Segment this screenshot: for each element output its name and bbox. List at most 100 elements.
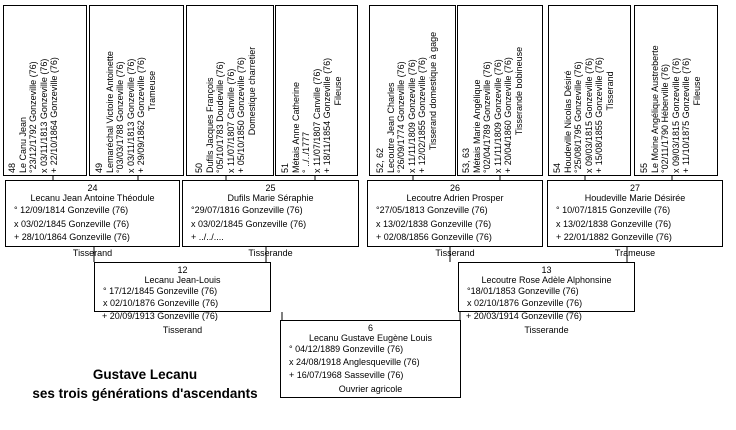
ancestor-death: + 22/01/1882 Gonzeville (76)	[556, 232, 672, 242]
ancestor-profession: Tisserande	[248, 248, 293, 258]
ancestor-birth: °25/08/1795 Gonzeville (76)	[573, 61, 583, 173]
ancestor-box-48: 48 Le Canu Jean °23/12/1792 Gonzeville (…	[3, 5, 87, 176]
ancestor-box-52: 52, 62 Lecoutre Jean Charles °26/09/1774…	[369, 5, 456, 176]
subject-number: 6	[367, 323, 373, 333]
ancestor-name: Lecanu Jean Antoine Théodule	[30, 193, 155, 203]
ancestor-name: Le Canu Jean	[17, 116, 28, 173]
ancestor-box-12: 12 Lecanu Jean-Louis ° 17/12/1845 Gonzev…	[94, 262, 271, 312]
ancestor-box-54: 54 Houdeville Nicolas Désiré °25/08/1795…	[548, 5, 631, 176]
ancestor-number: 26	[449, 183, 460, 193]
ancestor-number: 13	[541, 265, 552, 275]
ancestor-number: 50	[194, 162, 204, 173]
page-title: Gustave Lecanu ses trois générations d'a…	[14, 365, 276, 403]
ancestor-birth: ° 17/12/1845 Gonzeville (76)	[103, 286, 218, 296]
ancestor-marriage: x 11/11/1809 Gonzeville (76)	[406, 59, 417, 173]
ancestor-name: Lecoutre Adrien Prosper	[406, 193, 504, 203]
ancestor-number: 51	[280, 162, 290, 173]
ancestor-profession: Domestique charretier	[246, 46, 257, 136]
ancestor-birth: °02/04/1789 Gonzeville (76)	[482, 61, 492, 173]
ancestor-box-49: 49 Lemaréchal Victoire Antoinette °03/03…	[89, 5, 184, 176]
ancestor-number: 25	[265, 183, 276, 193]
ancestor-name: Houdeville Marie Désirée	[584, 193, 686, 203]
ancestor-number: 27	[629, 183, 640, 193]
subject-birth: ° 04/12/1889 Gonzeville (76)	[289, 344, 404, 354]
ancestor-death: + 20/09/1913 Gonzeville (76)	[102, 311, 218, 321]
ancestor-box-53: 53, 63 Métais Marie Angélique °02/04/178…	[457, 5, 543, 176]
ancestor-birth: °26/09/1774 Gonzeville (76)	[396, 61, 406, 173]
ancestor-profession: Trameuse	[614, 248, 656, 258]
ancestor-marriage: x 11/07/1807 Canville (76)	[225, 68, 236, 173]
subject-marriage: x 24/08/1918 Anglesqueville (76)	[289, 357, 420, 367]
ancestor-profession: Tisserande bobineuse	[513, 46, 524, 136]
ancestor-name: Métais Marie Angélique	[471, 79, 482, 173]
ancestor-profession: Tisserand	[604, 71, 615, 111]
ancestor-death: + 02/08/1856 Gonzeville (76)	[376, 232, 492, 242]
title-line-2: ses trois générations d'ascendants	[32, 386, 258, 401]
ancestor-profession: Tisserand domestique à gage	[427, 31, 438, 151]
ancestor-number: 12	[177, 265, 188, 275]
ancestor-name: Le Moine Angélique Austreberte	[649, 45, 660, 173]
ancestor-number: 52, 62	[375, 147, 385, 173]
ancestor-number: 54	[552, 162, 562, 173]
ancestor-profession: Fileuse	[332, 76, 343, 106]
subject-profession: Ouvrier agricole	[338, 384, 403, 394]
ancestor-profession: Tisserande	[524, 325, 569, 335]
ancestor-name: Dufils Jacques François	[204, 77, 215, 173]
ancestor-name: Lecoutre Jean Charles	[385, 82, 396, 173]
ancestor-box-50: 50 Dufils Jacques François °05/10/1783 D…	[186, 5, 274, 176]
title-line-1: Gustave Lecanu	[92, 367, 198, 382]
ancestor-birth: °23/12/1792 Gonzeville (76)	[28, 61, 38, 173]
ancestor-death: + 29/09/1862 Gonzeville (76)	[136, 57, 146, 173]
ancestor-marriage: x 02/10/1876 Gonzeville (76)	[103, 298, 219, 308]
ancestor-box-13: 13 Lecoutre Rose Adèle Alphonsine °18/01…	[458, 262, 635, 312]
ancestor-death: + 20/04/1860 Gonzeville (76)	[503, 57, 513, 173]
ancestor-birth: ° 10/07/1815 Gonzeville (76)	[556, 205, 671, 215]
ancestor-box-26: 26 Lecoutre Adrien Prosper °27/05/1813 G…	[367, 180, 543, 247]
ancestor-number: 24	[87, 183, 98, 193]
ancestor-number: 49	[94, 162, 104, 173]
ancestor-marriage: x 03/02/1845 Gonzeville (76)	[191, 219, 307, 229]
ancestor-box-24: 24 Lecanu Jean Antoine Théodule ° 12/09/…	[5, 180, 180, 247]
ancestor-marriage: x 03/02/1845 Gonzeville (76)	[14, 219, 130, 229]
ancestor-death: + ../../....	[191, 232, 224, 242]
ancestor-birth: °05/10/1783 Doudeville (76)	[215, 61, 225, 173]
ancestor-box-51: 51 Métais Anne Catherine ° ../../1777 x …	[275, 5, 358, 176]
ancestor-marriage: x 11/11/1809 Gonzeville (76)	[492, 59, 503, 173]
ancestor-birth: °18/01/1853 Gonzeville (76)	[467, 286, 579, 296]
ancestor-death: + 05/10/1850 Gonzeville (76)	[236, 57, 246, 173]
ancestor-name: Métais Anne Catherine	[290, 81, 301, 173]
ancestor-birth: °29/07/1816 Gonzeville (76)	[191, 205, 303, 215]
ancestor-birth: °03/03/1788 Gonzeville (76)	[115, 61, 125, 173]
ancestor-number: 55	[639, 162, 649, 173]
ancestor-profession: Fileuse	[691, 76, 702, 106]
ancestor-box-27: 27 Houdeville Marie Désirée ° 10/07/1815…	[547, 180, 723, 247]
ancestor-marriage: x 13/02/1838 Gonzeville (76)	[376, 219, 492, 229]
subject-box: 6 Lecanu Gustave Eugène Louis ° 04/12/18…	[280, 320, 461, 398]
ancestor-marriage: x 02/10/1876 Gonzeville (76)	[467, 298, 583, 308]
ancestor-box-55: 55 Le Moine Angélique Austreberte °02/11…	[634, 5, 718, 176]
ancestor-number: 53, 63	[461, 147, 471, 173]
subject-name: Lecanu Gustave Eugène Louis	[308, 333, 433, 343]
ancestor-birth: ° 12/09/1814 Gonzeville (76)	[14, 205, 129, 215]
ancestor-death: + 12/02/1855 Gonzeville (76)	[417, 57, 427, 173]
ancestor-name: Lemaréchal Victoire Antoinette	[104, 51, 115, 173]
ancestor-profession: Tisserand	[162, 325, 203, 335]
ancestor-death: + 22/10/1864 Gonzeville (76)	[49, 57, 59, 173]
ancestor-name: Lecoutre Rose Adèle Alphonsine	[481, 275, 612, 285]
ancestor-name: Dufils Marie Séraphie	[227, 193, 314, 203]
ancestor-marriage: x 03/11/1813 Gonzeville (76)	[38, 58, 49, 173]
ancestor-death: + 11/10/1875 Gonzeville (76)	[681, 57, 691, 173]
subject-death: + 16/07/1968 Sasseville (76)	[289, 370, 404, 380]
ancestor-birth: °02/11/1790 Héberville (76)	[660, 64, 670, 173]
ancestor-name: Houdeville Nicolas Désiré	[562, 70, 573, 173]
ancestor-profession: Tisserand	[72, 248, 113, 258]
ancestor-marriage: x 09/03/1815 Gonzeville (76)	[583, 57, 594, 173]
ancestor-marriage: x 09/03/1815 Gonzeville (76)	[670, 57, 681, 173]
ancestor-death: + 15/08/1855 Gonzeville (76)	[594, 57, 604, 173]
ancestor-death: + 20/03/1914 Gonzeville (76)	[466, 311, 582, 321]
ancestor-death: + 18/11/1854 Gonzeville (76)	[322, 57, 332, 173]
ancestor-number: 48	[7, 162, 17, 173]
ancestor-birth: ° ../../1777	[301, 131, 311, 173]
ancestor-profession: Tisserand	[435, 248, 475, 258]
